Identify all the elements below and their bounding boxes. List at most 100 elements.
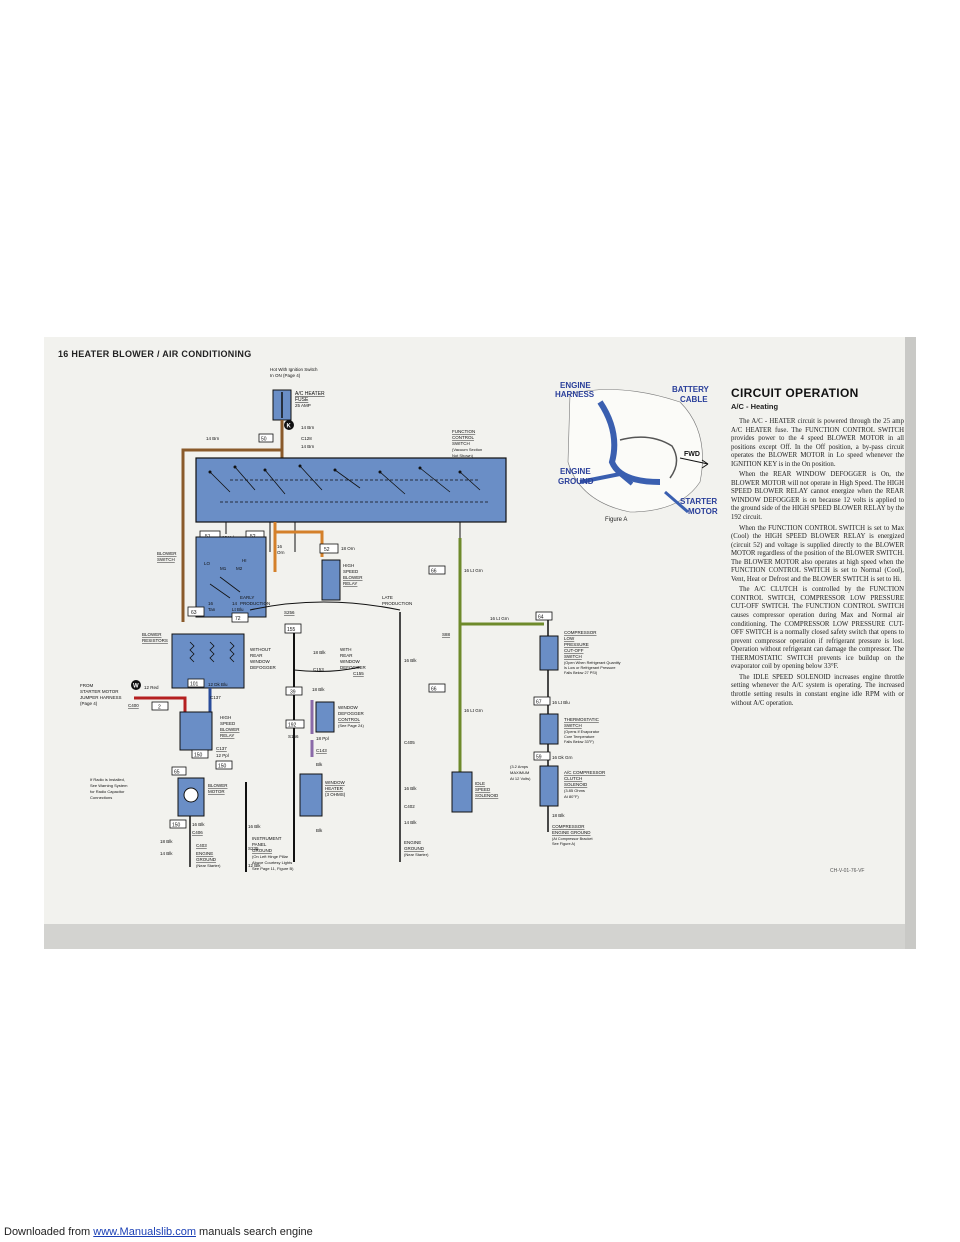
wire-label: 16 [208, 601, 214, 606]
relay-label-2: SPEED [343, 569, 359, 574]
with-label-4: DEFOGGER [340, 665, 367, 670]
radio-note-2: See Warning System [90, 783, 128, 788]
thermo-label-3: (Opens If Evaporator [564, 730, 600, 734]
manualslib-link[interactable]: www.Manualslib.com [93, 1226, 196, 1238]
relay2-label-2: SPEED [220, 721, 236, 726]
footer-prefix: Downloaded from [4, 1226, 94, 1238]
without-label-3: WINDOW [250, 659, 270, 664]
circuit-box: 66 [431, 687, 437, 693]
ground-label-1: ENGINE [196, 851, 213, 856]
wdc-label-4: (See Page 24) [338, 723, 364, 728]
circuit-box: 101 [190, 682, 199, 688]
page-right-edge [905, 337, 916, 949]
wire-label: 18 Blk [312, 687, 325, 692]
splice-label: S235 [248, 846, 259, 851]
wire-label: Blk [316, 828, 323, 833]
wire-label: 16 [277, 544, 283, 549]
circuit-box: 59 [536, 755, 542, 761]
ground-label-3: (Near Starter) [196, 863, 221, 868]
comp-sw-label-7: Is Low or Refrigerant Pressure [564, 666, 616, 670]
window-heater-grid-box [299, 773, 323, 817]
wire-label: 16 Lt Grn [464, 568, 483, 573]
connector-label: C137 [216, 746, 227, 751]
amps-label-1: (3.2 Amps [510, 764, 528, 769]
cg-label-3: (At Compressor Bracket [552, 837, 593, 841]
radio-note-4: Connections [90, 795, 112, 800]
blower-switch-m1: M1 [220, 566, 227, 571]
wire-label: 16 Lt Grn [464, 708, 483, 713]
ip-label-3: GROUND [252, 848, 273, 853]
clutch-label-4: (3.85 Ohms [564, 788, 585, 793]
ip-label-1: INSTRUMENT [252, 836, 282, 841]
page-bottom-shadow [44, 924, 916, 949]
wire-label: Blk [316, 762, 323, 767]
radio-note-3: for Radio Capacitor [90, 789, 125, 794]
figure-label-starter-motor-1: STARTER [680, 497, 717, 506]
connector-label: C400 [128, 703, 139, 708]
relay2-label-4: RELAY [220, 733, 234, 738]
comp-sw-label-4: CUT-OFF [564, 648, 584, 653]
cg-label-2: ENGINE GROUND [552, 830, 591, 835]
wire-label: 18 Blk [552, 813, 565, 818]
relay2-label-3: BLOWER [220, 727, 240, 732]
circuit-box: 67 [536, 700, 542, 706]
wire-label: Lt Blu [232, 607, 244, 612]
thermo-label-4: Core Temperature [564, 735, 595, 739]
from-label-4: (Page 4) [80, 701, 98, 706]
comp-sw-label-1: COMPRESSOR [564, 630, 597, 635]
body-paragraph: When the REAR WINDOW DEFOGGER is On, the… [731, 471, 904, 522]
blower-switch-box [195, 536, 267, 618]
blower-switch-m2: M2 [236, 566, 243, 571]
blower-switch-hi: HI [242, 558, 247, 563]
relay2-label-1: HIGH [220, 715, 231, 720]
thermo-label-1: THERMOSTATIC [564, 717, 600, 722]
download-footer: Downloaded from www.Manualslib.com manua… [4, 1226, 313, 1238]
early-label-2: PRODUCTION [240, 601, 270, 606]
connector-k-letter: K [287, 424, 292, 430]
fuse-label-1: A/C HEATER [295, 391, 325, 397]
idle-label-2: SPEED [475, 787, 491, 792]
circuit-box: 52 [324, 547, 330, 553]
from-label-2: STARTER MOTOR [80, 689, 119, 694]
wire-label: 16 Blk [404, 658, 417, 663]
splice-label: S88 [442, 632, 451, 637]
wire-label: 16 Blk [404, 786, 417, 791]
high-speed-relay-box [321, 559, 341, 601]
footer-suffix: manuals search engine [195, 1226, 313, 1238]
figure-label-engine-ground-2: GROUND [558, 477, 594, 486]
connector-label: C143 [316, 748, 327, 753]
comp-sw-label-8: Falls Below 27 PSI) [564, 671, 598, 675]
amps-label-2: MAXIMUM [510, 770, 529, 775]
without-label-2: REAR [250, 653, 263, 658]
function-switch-label-2: CONTROL [452, 435, 474, 440]
fuse-label-2: FUSE [295, 397, 309, 403]
radio-note-1: If Radio is Installed, [90, 777, 125, 782]
cg-label-4: See Figure A) [552, 842, 576, 846]
connector-w-letter: W [133, 684, 139, 690]
connector-w-icon [131, 680, 141, 690]
page-header: 16 HEATER BLOWER / AIR CONDITIONING [58, 349, 252, 359]
from-label-1: FROM [80, 683, 93, 688]
compressor-clutch-box [539, 765, 559, 807]
wire-label: 18 Ppl [316, 736, 329, 741]
circuit-box: 150 [194, 753, 203, 759]
ground2-label-1: ENGINE [404, 840, 421, 845]
ip-label-6: See Page 11, Figure B) [252, 866, 294, 871]
circuit-box: 66 [431, 569, 437, 575]
figure-label-starter-motor-2: MOTOR [688, 507, 718, 516]
idle-label-3: SOLENOID [475, 793, 499, 798]
wire-label: 14 Blk [160, 851, 173, 856]
circuit-box: 63 [191, 610, 197, 616]
wire-label: 12 Red [144, 685, 159, 690]
ip-label-5: Above Courtesy Lights [252, 860, 292, 865]
wire-label: 14 Brn [301, 425, 315, 430]
wdc-label-1: WINDOW [338, 705, 358, 710]
function-switch-label-1: FUNCTION [452, 429, 475, 434]
with-label-2: REAR [340, 653, 353, 658]
with-label-1: WITH [340, 647, 352, 652]
from-label-3: JUMPER HARNESS [80, 695, 122, 700]
wire-label: 18 Orn [341, 546, 355, 551]
relay-label-1: HIGH [343, 563, 354, 568]
wire-label: 14 Blk [404, 820, 417, 825]
thermostatic-switch-box [539, 713, 559, 745]
